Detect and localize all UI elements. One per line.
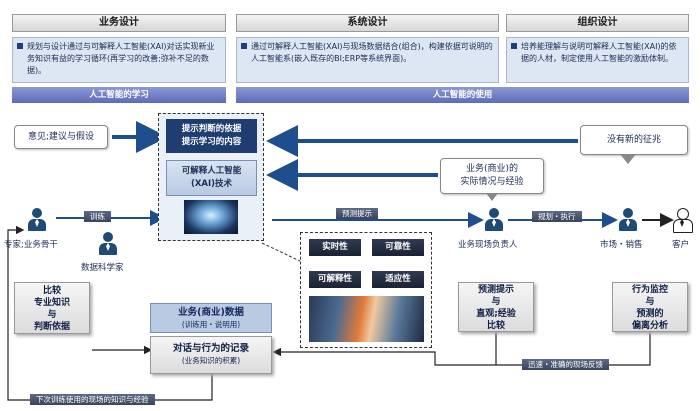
expert-icon — [27, 208, 47, 232]
field-manager-label: 业务现场负责人 — [458, 240, 518, 250]
records-box: 对话与行为的记录 (业务知识的积累) — [150, 336, 272, 374]
band-ai-usage: 人工智能的使用 — [236, 87, 689, 103]
opinion-bubble: 意见;建议与假设 — [14, 125, 108, 149]
sys-design-text: 通过可解释人工智能(XAI)与现场数据结合(组合)，构建依据可说明的人工智能系(… — [251, 42, 493, 63]
ai-brain-image — [184, 200, 238, 234]
no-sign-pointer — [620, 154, 636, 164]
train-tag: 训练 — [84, 211, 111, 222]
customer-label: 客户 — [672, 240, 690, 250]
feature-reliability: 可靠性 — [372, 239, 424, 256]
feature-explainability: 可解释性 — [309, 271, 361, 288]
org-design-desc: 培养能理解与说明可解释人工智能(XAI)的依据的人材，制定使用人工智能的激励体制… — [506, 37, 689, 83]
bullet-icon — [17, 43, 23, 49]
bullet-icon — [511, 43, 517, 49]
monitor-box: 行为监控 与 预测的 偏离分析 — [612, 282, 688, 332]
data-scientist-label: 数据科学家 — [81, 263, 124, 273]
arrow-next-training — [7, 225, 213, 401]
biz-data-title: 业务(商业)数据 — [178, 307, 244, 318]
predict-hint-tag: 预测提示 — [336, 208, 378, 219]
no-sign-bubble: 没有新的征兆 — [580, 125, 688, 155]
expert-label: 专家;业务骨干 — [4, 240, 58, 250]
tech-image — [309, 296, 424, 342]
biz-reality-bubble: 业务(商业)的 实际情况与经验 — [440, 158, 544, 194]
feature-adaptability: 适应性 — [372, 271, 424, 288]
sys-design-header: 系统设计 — [236, 14, 499, 32]
hint-box: 提示判断的依据 提示学习的内容 — [166, 119, 257, 153]
predict-compare-box: 预测提示 与 直观;经验 比较 — [458, 282, 534, 332]
data-scientist-icon — [98, 232, 118, 256]
records-sub: (业务知识的积累) — [181, 356, 241, 365]
plan-exec-tag: 规划・执行 — [532, 211, 582, 222]
dash-connector — [261, 242, 303, 263]
field-manager-icon — [484, 208, 504, 232]
biz-data-sub: (训练用・说明用) — [181, 320, 241, 329]
sys-design-desc: 通过可解释人工智能(XAI)与现场数据结合(组合)，构建依据可说明的人工智能系(… — [236, 37, 499, 83]
feedback-tag: 迅速・准确的现场反馈 — [522, 359, 609, 370]
customer-icon — [672, 208, 693, 233]
arrow-feedback — [272, 347, 528, 366]
market-sales-icon — [618, 208, 638, 232]
biz-design-desc: 规划与设计通过与可解释人工智能(XAI)对话实现新业务知识有益的学习循环(再学习… — [12, 37, 226, 83]
next-training-tag: 下次训练使用的现场的知识与经验 — [30, 394, 155, 405]
biz-reality-pointer — [486, 193, 498, 201]
biz-design-header: 业务设计 — [12, 14, 226, 32]
band-ai-learning: 人工智能的学习 — [12, 87, 226, 103]
bullet-icon — [241, 43, 247, 49]
compare-box: 比较 专业知识 与 判断依据 — [14, 282, 90, 334]
biz-design-text: 规划与设计通过与可解释人工智能(XAI)对话实现新业务知识有益的学习循环(再学习… — [27, 42, 215, 75]
market-sales-label: 市场・销售 — [600, 240, 643, 250]
org-design-text: 培养能理解与说明可解释人工智能(XAI)的依据的人材，制定使用人工智能的激励体制… — [521, 42, 677, 63]
xai-box: 可解释人工智能 (XAI)技术 — [166, 160, 257, 196]
biz-data-box: 业务(商业)数据 (训练用・说明用) — [150, 303, 272, 333]
feature-realtime: 实时性 — [309, 239, 361, 256]
records-title: 对话与行为的记录 — [172, 343, 249, 354]
org-design-header: 组织设计 — [506, 14, 689, 32]
